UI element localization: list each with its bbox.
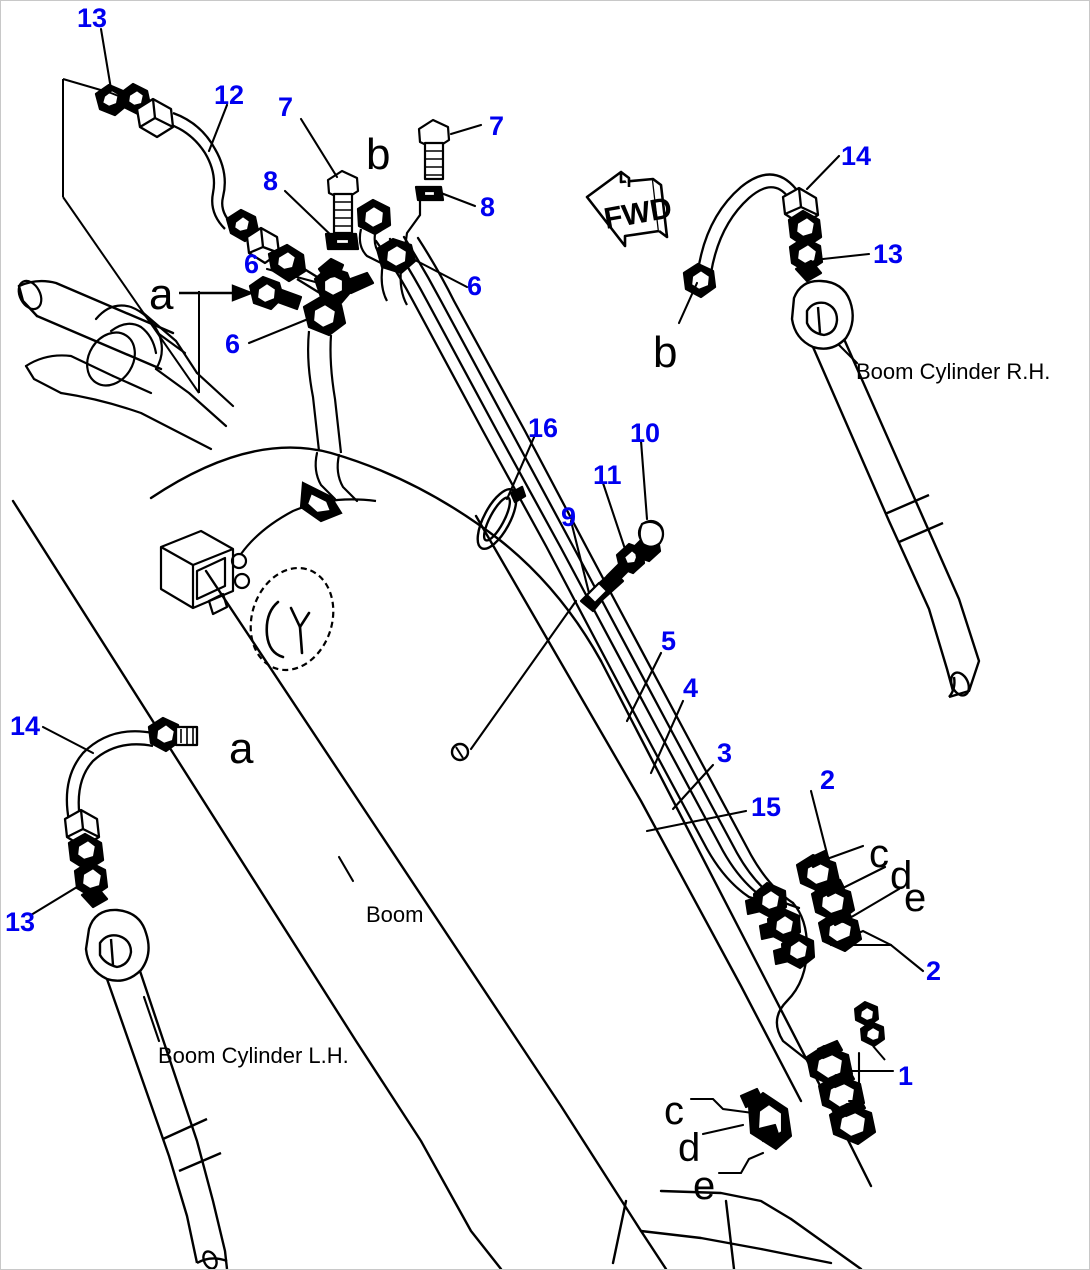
callout-14-left: 14 xyxy=(10,711,41,741)
callout-13-left: 13 xyxy=(5,907,36,937)
callout-4: 4 xyxy=(683,673,699,703)
label-boom-cylinder-lh: Boom Cylinder L.H. xyxy=(158,1043,349,1068)
leader-a-upper xyxy=(179,284,255,302)
boom-mounted-box xyxy=(159,498,377,616)
letter-b-right: b xyxy=(653,328,678,377)
fittings-group-item1 xyxy=(739,1039,877,1151)
letter-a-upper: a xyxy=(149,270,174,319)
connector-6-lower xyxy=(248,275,303,311)
callout-10: 10 xyxy=(630,418,661,448)
callout-6-lower: 6 xyxy=(225,329,241,359)
callout-7-right: 7 xyxy=(489,111,505,141)
callout-6-upperleft: 6 xyxy=(244,249,260,279)
fitting-13-right xyxy=(788,236,824,283)
callout-6-right: 6 xyxy=(467,271,483,301)
fittings-group-item2 xyxy=(744,849,863,970)
fitting-assembly-9-11-10 xyxy=(579,519,665,613)
letter-a-lower: a xyxy=(229,724,254,773)
boom-foot-bracket xyxy=(17,279,235,451)
boom-cylinder-lh xyxy=(84,908,229,1269)
letter-c-mid: c xyxy=(869,832,889,876)
hose-14-left xyxy=(63,716,199,872)
tee-fitting-6-bottom xyxy=(302,295,347,454)
letter-c-low: c xyxy=(664,1089,684,1133)
letter-b-upper: b xyxy=(366,130,391,179)
frame-leader-lines xyxy=(110,92,122,98)
callout-15: 15 xyxy=(751,792,782,822)
letter-e-mid: e xyxy=(904,876,927,920)
detail-frame-upper-left xyxy=(62,78,200,394)
callout-9: 9 xyxy=(561,502,577,532)
fitting-13-left xyxy=(73,860,109,909)
hose-14-right xyxy=(682,173,823,299)
callout-14-right: 14 xyxy=(841,141,872,171)
callout-8-right: 8 xyxy=(480,192,496,222)
callout-7-left: 7 xyxy=(278,92,294,122)
callout-3: 3 xyxy=(717,738,733,768)
callout-2-upper: 2 xyxy=(820,765,836,795)
callout-1: 1 xyxy=(898,1061,914,1091)
elbow-fitting-b xyxy=(356,198,392,265)
callout-2-lower: 2 xyxy=(926,956,942,986)
small-fittings-pair xyxy=(854,1001,886,1061)
callout-12: 12 xyxy=(214,80,245,110)
fwd-arrow-plate xyxy=(585,170,669,248)
washer-8-right-leader-bracket xyxy=(403,200,422,248)
callout-11: 11 xyxy=(593,460,622,490)
callout-16: 16 xyxy=(528,413,559,443)
boom-cylinder-rh xyxy=(790,279,981,699)
bolt-7-right xyxy=(417,118,451,181)
letter-e-low: e xyxy=(693,1164,716,1208)
callout-13-right: 13 xyxy=(873,239,904,269)
short-connector-tubes xyxy=(299,451,359,523)
hose-12-assembly xyxy=(94,82,328,296)
callout-5: 5 xyxy=(661,626,677,656)
label-boom: Boom xyxy=(366,902,424,927)
boom-emboss-letters xyxy=(265,600,311,659)
callout-8-left: 8 xyxy=(263,166,279,196)
tee-fitting-6-center xyxy=(313,257,375,305)
boom-body-outline xyxy=(11,279,873,1269)
callout-13-topleft: 13 xyxy=(77,3,108,33)
hose-bundle xyxy=(374,235,795,905)
letter-d-low: d xyxy=(678,1126,701,1170)
bolt-7-left xyxy=(326,169,360,235)
washer-8-right xyxy=(414,185,445,202)
letter-d-mid: d xyxy=(890,854,913,898)
label-boom-cylinder-rh: Boom Cylinder R.H. xyxy=(856,359,1051,384)
boom-emboss-mark xyxy=(249,566,335,672)
port-hole-lower xyxy=(450,742,470,762)
leader-lines xyxy=(29,27,925,1175)
